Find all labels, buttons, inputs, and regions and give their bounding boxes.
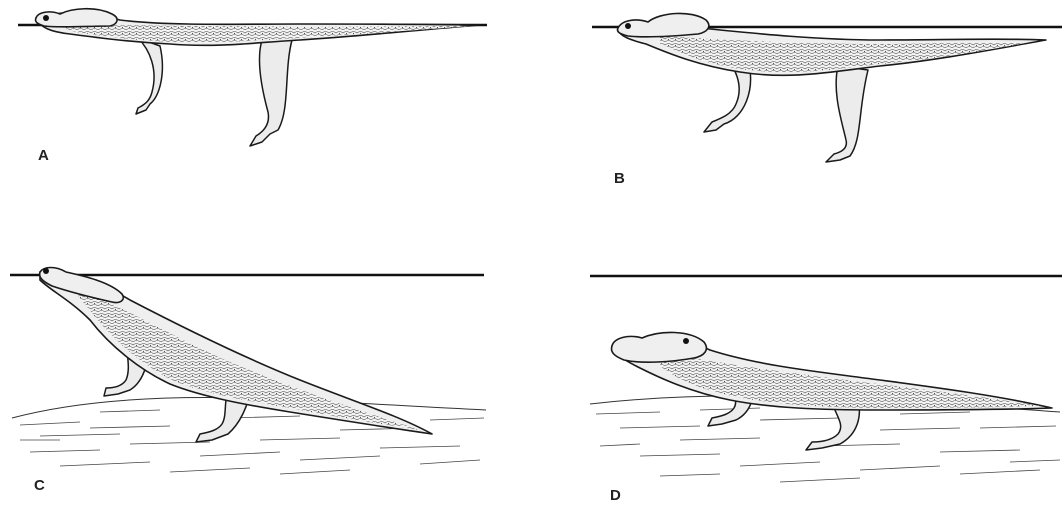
hind-leg <box>826 66 868 162</box>
panel-label-d: D <box>610 487 621 504</box>
eye <box>625 23 631 29</box>
ground-surface <box>12 398 486 474</box>
panel-label-a: A <box>38 147 49 164</box>
crocodile-rising-from-bottom <box>40 268 432 443</box>
head <box>617 13 708 36</box>
panel-d: D <box>590 276 1062 504</box>
eye <box>683 338 689 344</box>
eye <box>43 15 49 21</box>
crocodile-floating-surface <box>35 9 480 146</box>
eye <box>43 268 49 274</box>
crocodile-walking-on-bottom <box>612 332 1053 450</box>
panel-label-c: C <box>34 477 45 494</box>
front-leg <box>136 38 162 114</box>
crocodile-submerging <box>617 13 1046 162</box>
panel-a: A <box>18 9 487 164</box>
head <box>612 332 707 362</box>
panel-b: B <box>592 13 1062 187</box>
panel-c: C <box>10 268 486 495</box>
panel-label-b: B <box>614 170 625 187</box>
hind-leg <box>250 40 292 146</box>
